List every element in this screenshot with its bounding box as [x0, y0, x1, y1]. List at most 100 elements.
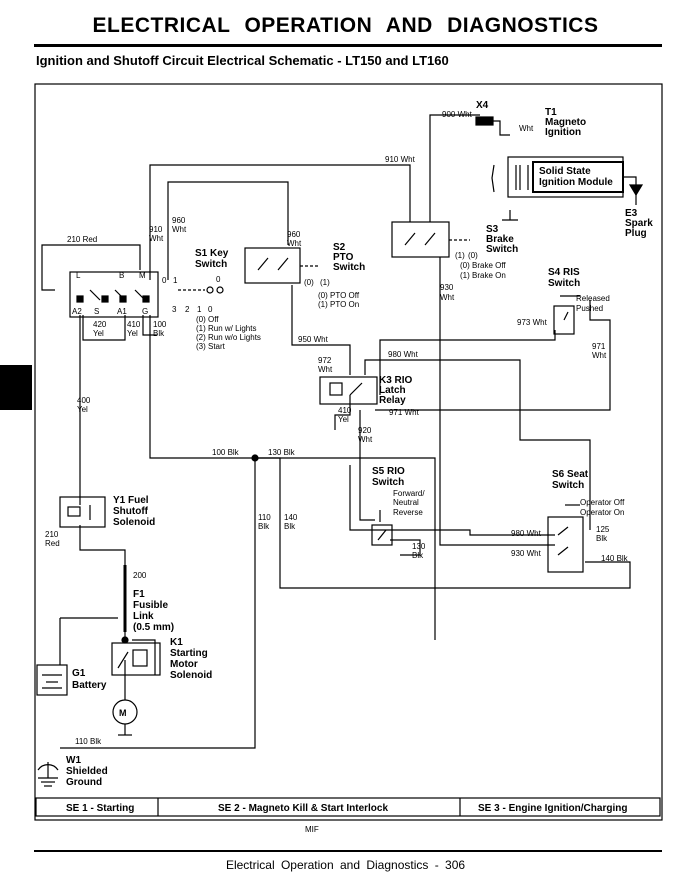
s1-terminal-l: L [76, 271, 81, 280]
s1-legend-0: (0) Off [196, 315, 219, 324]
y1-label-1: Shutoff [113, 506, 149, 517]
y1-fuel-shutoff-solenoid [59, 496, 106, 528]
schematic-frame [34, 83, 663, 821]
k3-label-2: Relay [379, 395, 406, 406]
g1-label-0: G1 [72, 668, 86, 679]
motor-label: M [119, 708, 127, 718]
s3-label-2: Switch [486, 244, 518, 255]
s2-label-1: PTO [333, 252, 354, 263]
wire-label-125-2: Blk [596, 534, 608, 543]
s3-label-0: S3 [486, 224, 499, 235]
wire-label-110b: 110 Blk [75, 737, 102, 746]
s4-label-1: Switch [548, 278, 580, 289]
k3-label-0: K3 RIO [379, 375, 413, 386]
wire-label-980a: 980 Wht [388, 350, 419, 359]
wire-label-930b: 930 Wht [511, 549, 542, 558]
wire-label-950: 950 Wht [298, 335, 329, 344]
wire-label-110a-2: Blk [258, 522, 270, 531]
w1-label-1: Shielded [66, 766, 108, 777]
s3-position-1: (1) [455, 251, 465, 260]
e3-label-1: Spark [625, 218, 653, 229]
s1-position-1: 1 [173, 276, 178, 285]
s5-rio-switch [371, 510, 393, 546]
wire-label-410a-1: 410 [127, 320, 141, 329]
section-legend-bar [35, 797, 661, 817]
wire-label-960a-1: 960 [172, 216, 186, 225]
wire-label-400-1: 400 [77, 396, 91, 405]
s4-label-0: S4 RIS [548, 267, 580, 278]
f1-label-0: F1 [133, 589, 145, 600]
s1-terminal-g: G [142, 307, 148, 316]
s2-position-1: (1) [320, 278, 330, 287]
wire-label-125-1: 125 [596, 525, 610, 534]
wire-label-930a-1: 930 [440, 283, 454, 292]
t1-label-1: Magneto [545, 117, 586, 128]
s2-legend-1: (1) PTO On [318, 300, 359, 309]
s3-label-1: Brake [486, 234, 514, 245]
s1-label-1: Switch [195, 259, 227, 270]
s1-position-0c: 0 [216, 275, 221, 284]
t1-label-2: Ignition [545, 127, 581, 138]
s5-label-0: S5 RIO [372, 466, 405, 477]
wire-label-910: 910 Wht [385, 155, 416, 164]
schematic-title: Ignition and Shutoff Circuit Electrical … [36, 53, 449, 68]
module-label-1: Ignition Module [539, 177, 613, 188]
section-tab [0, 365, 32, 410]
footer-rule [34, 850, 662, 852]
s4-ris-switch [553, 295, 580, 335]
s1-terminal-a1: A1 [117, 307, 127, 316]
s1-terminal-m: M [139, 271, 146, 280]
section-legend-se3: SE 3 - Engine Ignition/Charging [478, 803, 627, 814]
page-title: ELECTRICAL OPERATION AND DIAGNOSTICS [92, 14, 599, 37]
wire-label-210b-1: 210 [45, 530, 59, 539]
s5-legend-1: Neutral [393, 498, 419, 507]
s1-terminal-s: S [94, 307, 99, 316]
s1-position-0b: 0 [208, 305, 213, 314]
wire-label-200: 200 [133, 571, 147, 580]
wire-label-900: 900 Wht [442, 110, 473, 119]
s3-legend-1: (1) Brake On [460, 271, 506, 280]
wire-label-980b: 980 Wht [511, 529, 542, 538]
wire-label-140a-1: 140 [284, 513, 298, 522]
wire-label-930a-2: Wht [440, 293, 455, 302]
wire-label-420-1: 420 [93, 320, 107, 329]
wire-label-972-2: Wht [318, 365, 333, 374]
s6-legend-0: Operator Off [580, 498, 625, 507]
wire-label-210b-2: Red [45, 539, 60, 548]
s1-position-2: 2 [185, 305, 190, 314]
wire-label-971a: 971 Wht [389, 408, 420, 417]
wire-label-130b-1: 130 [412, 542, 426, 551]
w1-label-2: Ground [66, 777, 102, 788]
s5-legend-2: Reverse [393, 508, 423, 517]
wire-label-100b: 100 Blk [212, 448, 240, 457]
s1-position-3: 3 [172, 305, 177, 314]
s2-pto-switch [244, 247, 320, 284]
wire-label-210a: 210 Red [67, 235, 97, 244]
wire-label-400-2: Yel [77, 405, 88, 414]
s4-legend-0: Released [576, 294, 610, 303]
k1-label-1: Starting [170, 648, 208, 659]
header-rule [34, 44, 662, 47]
wire-label-140a-2: Blk [284, 522, 296, 531]
wire-label-971b-1: 971 [592, 342, 606, 351]
wire-label-410b-1: 410 [338, 406, 352, 415]
wire-label-960b-2: Wht [287, 239, 302, 248]
s6-legend-1: Operator On [580, 508, 624, 517]
s6-seat-switch [547, 504, 584, 573]
s2-position-0: (0) [304, 278, 314, 287]
wire-label-960a-2: Wht [172, 225, 187, 234]
x4-label: X4 [476, 100, 489, 111]
wire-label-910b-1: 910 [149, 225, 163, 234]
e3-label-2: Plug [625, 228, 647, 239]
k3-rio-latch-relay [319, 376, 378, 405]
wire-label-972-1: 972 [318, 356, 332, 365]
s1-key-switch [69, 271, 224, 318]
mif-label: MIF [305, 825, 319, 834]
s1-position-1b: 1 [197, 305, 202, 314]
t1-magneto-ignition [491, 156, 644, 221]
f1-label-1: Fusible [133, 600, 168, 611]
k1-label-2: Motor [170, 659, 198, 670]
e3-label-0: E3 [625, 208, 638, 219]
section-legend-se1: SE 1 - Starting [66, 803, 134, 814]
f1-label-2: Link [133, 611, 154, 622]
